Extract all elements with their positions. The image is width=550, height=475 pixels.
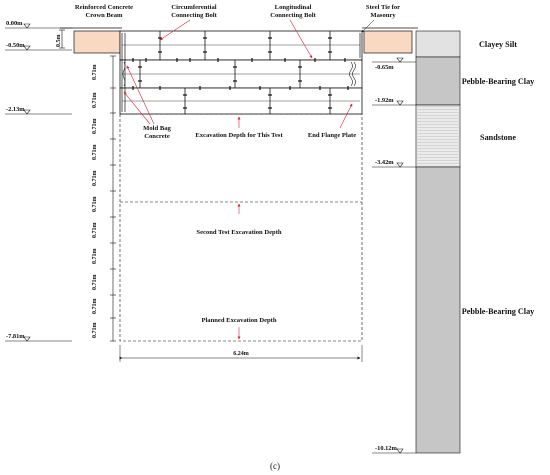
annotation-planned: Planned Excavation Depth xyxy=(201,317,277,340)
annotation-circ-bolt: Circumferential Connecting Bolt xyxy=(159,4,218,41)
beam-height-label: 0.5m xyxy=(56,35,62,48)
annotation-crown-beam: Reinforced Concrete Crown Beam xyxy=(75,4,133,19)
soil-name-pebble-clay-1: Pebble-Bearing Clay xyxy=(462,77,535,86)
svg-text:Crown Beam: Crown Beam xyxy=(85,12,123,19)
soil-bottom-3: -3.42m xyxy=(375,159,394,166)
annotation-excavation-this: Excavation Depth for This Test xyxy=(195,116,283,139)
svg-text:Connecting Bolt: Connecting Bolt xyxy=(171,12,217,19)
ring-height-dimensions: 0.71m 0.71m 0.71m 0.71m 0.71m 0.71m 0.71… xyxy=(92,55,116,342)
soil-layer-pebble-clay-2 xyxy=(415,166,461,454)
crown-beam-right xyxy=(363,30,413,54)
svg-text:Excavation Depth for This Test: Excavation Depth for This Test xyxy=(195,132,283,139)
soil-name-sandstone: Sandstone xyxy=(480,133,516,142)
ring-height-5: 0.71m xyxy=(92,171,98,187)
soil-bottom-2: -1.92m xyxy=(375,97,394,104)
level-1-label: -0.50m xyxy=(6,42,25,49)
level-marker-3 xyxy=(23,336,31,342)
ring-1 xyxy=(119,30,363,61)
svg-text:Mold Bag: Mold Bag xyxy=(143,125,171,132)
svg-text:Reinforced Concrete: Reinforced Concrete xyxy=(75,4,133,11)
annotation-end-flange: End Flange Plate xyxy=(308,103,356,139)
soil-bottom-4: -10.12m xyxy=(375,445,398,452)
soil-layer-clayey-silt xyxy=(415,30,461,58)
crown-beam-left xyxy=(73,30,121,54)
planned-shaft-outline xyxy=(119,113,363,342)
annotation-mold-bag: Mold Bag Concrete xyxy=(123,65,172,140)
svg-text:Connecting Bolt: Connecting Bolt xyxy=(270,12,316,19)
ring-height-3: 0.71m xyxy=(92,119,98,135)
level-2-label: -2.13m xyxy=(6,106,25,113)
level-marker-2 xyxy=(23,109,31,115)
width-dimension: 6.24m xyxy=(119,345,363,362)
level-marker-0 xyxy=(23,23,31,29)
svg-text:Steel Tie for: Steel Tie for xyxy=(366,4,400,11)
circumferential-bolts xyxy=(132,58,349,90)
svg-text:Second Test Excavation Depth: Second Test Excavation Depth xyxy=(196,229,282,236)
ring-height-1: 0.71m xyxy=(92,65,98,81)
svg-text:Masonry: Masonry xyxy=(370,12,396,19)
soil-bottom-1: -0.65m xyxy=(375,64,394,71)
ring-height-7: 0.71m xyxy=(92,223,98,239)
figure-label: (c) xyxy=(270,461,280,471)
right-elevation-levels: -0.65m -1.92m -3.42m -10.12m xyxy=(372,57,416,454)
level-marker-1 xyxy=(23,45,31,51)
svg-text:Longitudinal: Longitudinal xyxy=(275,4,312,11)
ring-height-6: 0.71m xyxy=(92,197,98,213)
beam-height-dimension: 0.5m xyxy=(56,29,65,49)
svg-text:Concrete: Concrete xyxy=(144,133,170,140)
annotation-steel-tie: Steel Tie for Masonry xyxy=(361,4,400,33)
ring-height-4: 0.71m xyxy=(92,145,98,161)
soil-layer-pebble-clay-1 xyxy=(415,56,461,106)
annotation-long-bolt: Longitudinal Connecting Bolt xyxy=(270,4,317,59)
level-0-label: 0.00m xyxy=(6,20,23,27)
svg-text:End Flange Plate: End Flange Plate xyxy=(308,132,356,139)
ring-height-2: 0.71m xyxy=(92,93,98,109)
annotation-second-test: Second Test Excavation Depth xyxy=(196,203,282,236)
ring-height-11: 0.71m xyxy=(92,323,98,339)
steel-tie-bars xyxy=(121,33,361,112)
soil-name-clayey-silt: Clayey Silt xyxy=(479,40,517,49)
svg-text:Planned Excavation Depth: Planned Excavation Depth xyxy=(201,317,276,324)
longitudinal-bolts xyxy=(138,37,332,109)
soil-name-pebble-clay-2: Pebble-Bearing Clay xyxy=(462,307,535,316)
ring-segments xyxy=(119,30,363,115)
ring-height-8: 0.71m xyxy=(92,249,98,265)
left-elevation-levels: 0.00m -0.50m -2.13m -7.81m xyxy=(5,20,72,342)
ring-height-10: 0.71m xyxy=(92,299,98,315)
svg-text:Circumferential: Circumferential xyxy=(171,4,216,11)
soil-column: Clayey Silt Pebble-Bearing Clay Sandston… xyxy=(415,30,535,454)
level-3-label: -7.81m xyxy=(6,333,25,340)
ring-height-9: 0.71m xyxy=(92,275,98,291)
width-label: 6.24m xyxy=(233,351,249,357)
